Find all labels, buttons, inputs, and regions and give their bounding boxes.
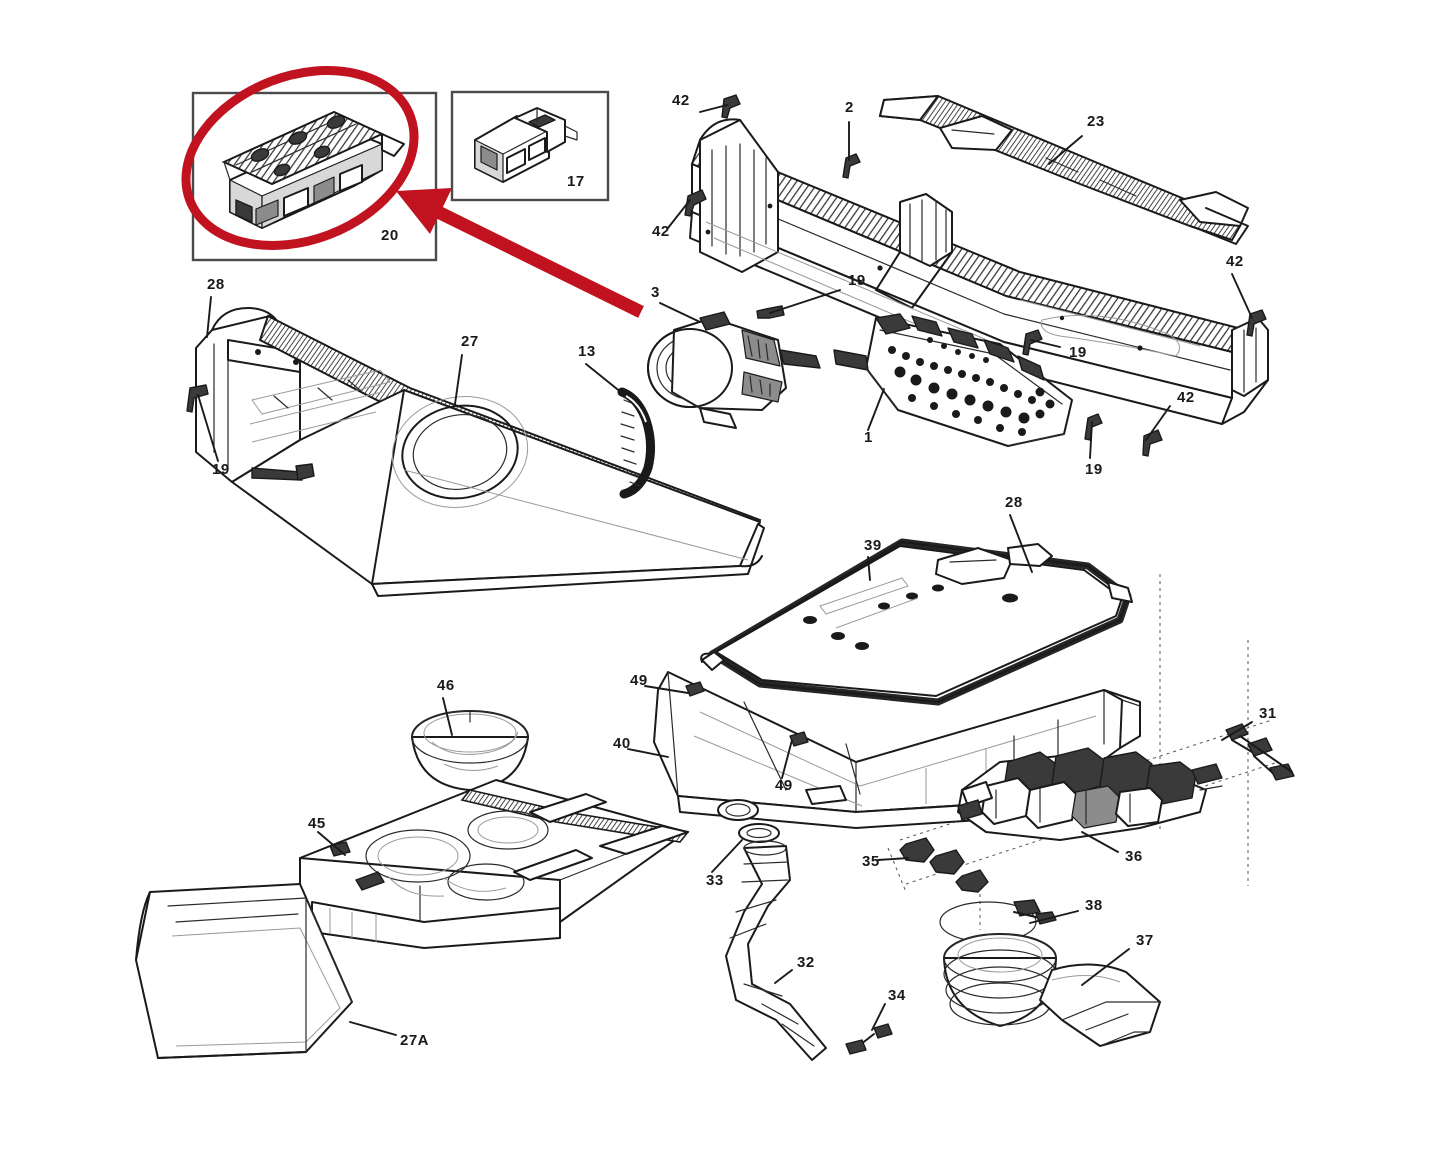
callout-c-42-a: 42 xyxy=(672,92,690,109)
leader-line-37 xyxy=(1081,948,1130,986)
red-annotation-group xyxy=(181,66,644,318)
leader-line-1 xyxy=(867,388,885,431)
callout-c-33: 33 xyxy=(706,872,724,889)
leader-line-49 xyxy=(644,685,689,694)
leader-line-19 xyxy=(197,394,219,462)
part-39-dispenser-cover xyxy=(700,538,1133,706)
inset-number-20: 20 xyxy=(381,227,399,244)
leader-line-38 xyxy=(1029,910,1079,924)
leader-line-40 xyxy=(627,748,669,758)
part-23-bracket xyxy=(878,94,1249,245)
callout-c-28-a: 28 xyxy=(207,276,225,293)
part-32-drain-hose xyxy=(725,840,827,1061)
leader-line-19 xyxy=(1089,421,1093,459)
leader-line-45 xyxy=(317,831,346,856)
callout-c-27: 27 xyxy=(461,333,479,350)
part-13-bezel-ring xyxy=(617,387,656,499)
callout-c-19-b: 19 xyxy=(1069,344,1087,361)
callout-c-42-b: 42 xyxy=(652,223,670,240)
leader-line-3 xyxy=(659,302,701,323)
leader-line-42 xyxy=(667,199,691,229)
callout-c-36: 36 xyxy=(1125,848,1143,865)
red-pointer-arrow xyxy=(396,188,644,318)
leader-line-28 xyxy=(206,296,212,338)
leader-line-36 xyxy=(1081,831,1119,853)
callout-c-40: 40 xyxy=(613,735,631,752)
part-2-console-frame xyxy=(689,118,1269,425)
part-1-control-board xyxy=(833,313,1073,447)
inset-box-17-content xyxy=(450,90,610,202)
callout-c-39: 39 xyxy=(864,537,882,554)
callout-c-34: 34 xyxy=(888,987,906,1004)
callout-c-3: 3 xyxy=(651,284,660,301)
leader-line-39 xyxy=(867,556,871,581)
leader-lines xyxy=(197,104,1253,1036)
callout-c-32: 32 xyxy=(797,954,815,971)
part-27A-drawer-front xyxy=(135,883,353,1059)
callout-c-19-c: 19 xyxy=(1085,461,1103,478)
leader-line-19 xyxy=(1030,339,1061,348)
leader-line-23 xyxy=(1048,135,1083,165)
part-33-seal-ring xyxy=(738,823,780,843)
callout-c-45: 45 xyxy=(308,815,326,832)
callout-c-2: 2 xyxy=(845,99,854,116)
fasteners-console xyxy=(186,384,315,481)
callout-c-49-b: 49 xyxy=(775,777,793,794)
leader-line-31 xyxy=(1221,721,1253,741)
callout-c-35: 35 xyxy=(862,853,880,870)
leader-line-35 xyxy=(877,857,909,861)
callout-c-19-a: 19 xyxy=(848,272,866,289)
callout-c-42-c: 42 xyxy=(1226,253,1244,270)
part-36-valve-assembly xyxy=(957,747,1223,841)
part-45-drawer xyxy=(299,779,690,949)
callout-c-38: 38 xyxy=(1085,897,1103,914)
leader-line-46 xyxy=(442,697,453,736)
part-34-clamp xyxy=(845,1023,893,1055)
inset-number-17: 17 xyxy=(567,173,585,190)
callout-c-28-b: 28 xyxy=(1005,494,1023,511)
callout-c-42-d: 42 xyxy=(1177,389,1195,406)
red-highlight-ellipse xyxy=(181,66,419,250)
fasteners-top xyxy=(684,94,1267,457)
leader-line-42 xyxy=(1231,273,1253,319)
leader-line-13 xyxy=(585,363,623,394)
part-46-dispenser-cup xyxy=(411,710,529,791)
callout-c-13: 13 xyxy=(578,343,596,360)
leader-line-27A xyxy=(349,1021,397,1036)
leader-line-49 xyxy=(781,739,793,779)
leader-line-32 xyxy=(774,969,793,984)
callout-c-1: 1 xyxy=(864,429,873,446)
part-35-clips xyxy=(899,837,989,893)
callout-c-46: 46 xyxy=(437,677,455,694)
callout-c-31: 31 xyxy=(1259,705,1277,722)
leader-line-42 xyxy=(699,104,728,113)
leader-line-42 xyxy=(1145,405,1171,441)
callout-c-23: 23 xyxy=(1087,113,1105,130)
leader-line-28 xyxy=(1009,514,1033,573)
part-3-control-dial xyxy=(647,311,821,429)
callout-c-37: 37 xyxy=(1136,932,1154,949)
leader-line-34 xyxy=(871,1003,886,1031)
part-37-bellows xyxy=(943,933,1161,1047)
callout-c-49-a: 49 xyxy=(630,672,648,689)
leader-line-19 xyxy=(769,289,841,314)
leader-line-27 xyxy=(454,354,463,405)
inset-box-20-content xyxy=(191,91,438,262)
callout-c-27A: 27A xyxy=(400,1032,430,1049)
callout-c-19-d: 19 xyxy=(212,461,230,478)
part-31-fasteners xyxy=(1225,723,1295,781)
leader-line-33 xyxy=(711,839,743,873)
